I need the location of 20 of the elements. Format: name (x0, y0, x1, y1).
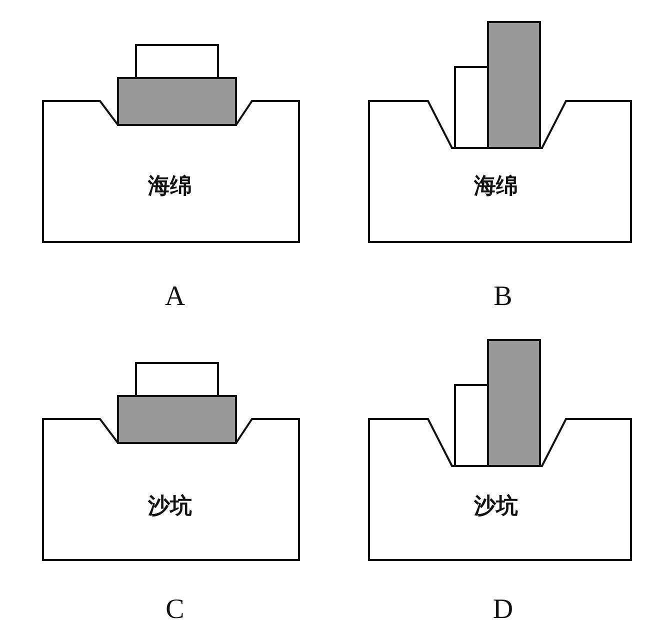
material-label: 沙坑 (474, 493, 518, 521)
top-block (135, 44, 219, 79)
material-label: 海绵 (474, 173, 518, 201)
pit-outline (368, 418, 633, 561)
material-label: 海绵 (148, 173, 192, 201)
bottom-block (117, 77, 237, 126)
tall-block (487, 339, 541, 467)
figure-letter: A (164, 281, 186, 313)
figure-letter: B (494, 281, 512, 313)
pit-outline (42, 100, 300, 243)
tall-block (487, 21, 541, 149)
pit-outline (368, 100, 633, 243)
top-block (135, 362, 219, 397)
figure-letter: C (166, 594, 184, 626)
short-block (454, 384, 489, 467)
material-label: 沙坑 (148, 493, 192, 521)
bottom-block (117, 395, 237, 444)
figure-letter: D (492, 594, 514, 626)
pit-outline (42, 418, 300, 561)
short-block (454, 66, 489, 149)
